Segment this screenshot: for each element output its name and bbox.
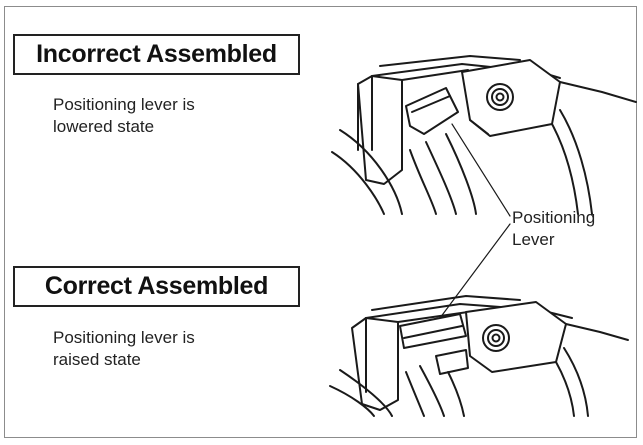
connector-lowered-illustration [331,55,637,215]
correct-title-text: Correct Assembled [44,272,269,300]
incorrect-title-text: Incorrect Assembled [36,40,277,68]
connector-raised-illustration [329,295,629,417]
leader-to-raised-lever [439,223,511,319]
correct-desc-line1: Positioning lever is [53,328,195,347]
incorrect-assembled-title: Incorrect Assembled [13,34,300,75]
incorrect-desc-line1: Positioning lever is [53,95,195,114]
callout-line1: Positioning [512,208,596,227]
incorrect-description: Positioning lever is lowered state [53,94,195,138]
positioning-lever-callout: Positioning Lever [512,207,595,251]
correct-assembled-title: Correct Assembled [13,266,300,307]
correct-description: Positioning lever is raised state [53,327,195,371]
incorrect-desc-line2: lowered state [53,117,155,136]
correct-desc-line2: raised state [53,350,141,369]
callout-line2: Lever [512,230,555,249]
leader-to-lowered-lever [451,123,511,217]
callout-leader-lines [439,123,511,319]
